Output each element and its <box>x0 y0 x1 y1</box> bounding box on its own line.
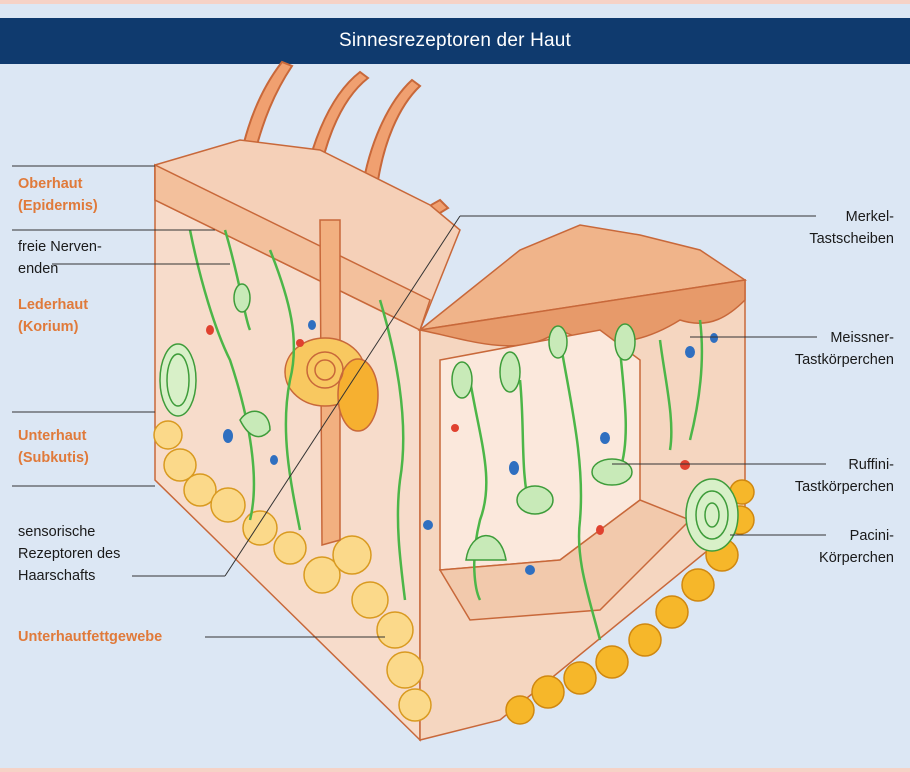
label-dermis: Lederhaut (Korium) <box>18 294 88 338</box>
label-meissner: Meissner- Tastkörperchen <box>795 327 894 371</box>
label-merkel: Merkel- Tastscheiben <box>809 206 894 250</box>
label-hair-receptors: sensorische Rezeptoren des Haarschafts <box>18 521 120 587</box>
label-subcutis: Unterhaut (Subkutis) <box>18 425 89 469</box>
label-ruffini: Ruffini- Tastkörperchen <box>795 454 894 498</box>
label-epidermis: Oberhaut (Epidermis) <box>18 173 98 217</box>
label-fat-tissue: Unterhautfettgewebe <box>18 626 162 648</box>
label-pacini: Pacini- Körperchen <box>819 525 894 569</box>
label-free-nerve-endings: freie Nerven- enden <box>18 236 102 280</box>
